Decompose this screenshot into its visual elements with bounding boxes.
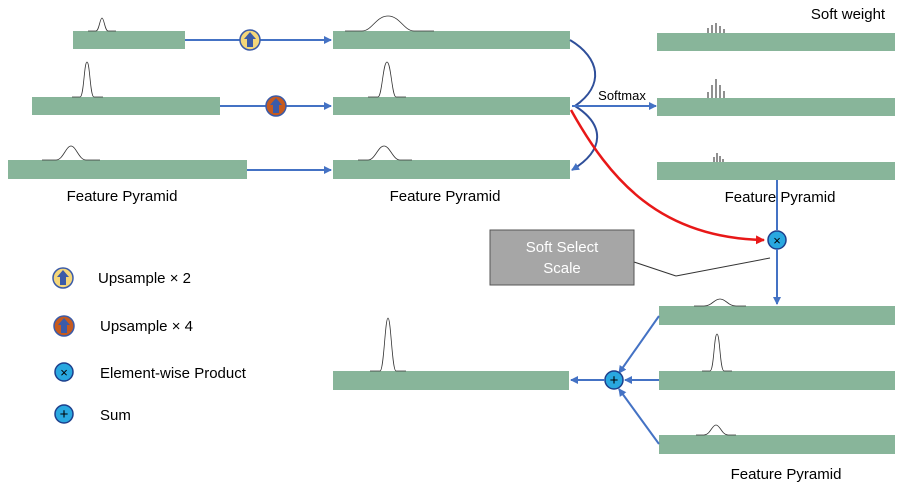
feature-pyramid-col1: Feature Pyramid <box>8 17 247 205</box>
feature-bar-col1-mid <box>32 97 220 115</box>
sum-node: + <box>570 315 660 445</box>
feature-bar-col2-top <box>333 31 570 49</box>
peak-curve-col2-top <box>345 15 434 32</box>
softmax-connections: Softmax <box>569 39 765 245</box>
feature-pyramid-col2: Feature Pyramid <box>333 15 570 205</box>
legend-upsample-x4: Upsample × 4 <box>53 315 193 337</box>
peak-curve-col1-top <box>88 17 116 32</box>
soft-select-line1: Soft Select <box>526 239 599 256</box>
merge-curve-top <box>569 39 596 107</box>
legend-upsample-x2-icon <box>52 267 74 289</box>
upsample-arrows <box>185 29 332 174</box>
weight-spikes-top <box>707 23 725 33</box>
legend-product-symbol: × <box>60 365 68 380</box>
soft-select-scale-callout: Soft Select Scale <box>489 229 771 286</box>
feature-pyramid-label-col1: Feature Pyramid <box>67 188 178 205</box>
peak-curve-bottom-top <box>694 298 746 307</box>
peak-curve-col1-bottom <box>42 145 100 161</box>
legend-sum-symbol: + <box>60 406 69 423</box>
output-feature <box>333 317 569 390</box>
peak-curve-col1-mid <box>72 61 103 98</box>
sum-symbol: + <box>610 372 619 389</box>
output-bar <box>333 371 569 390</box>
feature-pyramid-col3: Soft weight Feature Pyramid <box>657 6 895 206</box>
weight-bar-mid <box>657 98 895 116</box>
legend-sum: + Sum <box>54 404 131 424</box>
soft-weight-label: Soft weight <box>811 6 886 23</box>
legend-product-icon: × <box>54 362 74 382</box>
legend-upsample-x4-label: Upsample × 4 <box>100 318 193 335</box>
soft-select-line2: Scale <box>543 260 581 277</box>
peak-curve-col2-mid <box>368 61 406 98</box>
weight-spikes-mid <box>707 79 725 98</box>
feature-bar-col1-top <box>73 31 185 49</box>
callout-line-2 <box>675 257 771 277</box>
red-select-arrow <box>569 109 765 245</box>
legend-sum-label: Sum <box>100 407 131 424</box>
legend-product: × Element-wise Product <box>54 362 247 382</box>
peak-curve-bottom-bottom <box>696 424 736 436</box>
product-symbol: × <box>773 233 781 248</box>
feature-pyramid-label-col2: Feature Pyramid <box>390 188 501 205</box>
peak-curve-col2-bottom <box>358 145 412 161</box>
merge-curve-bottom <box>571 105 599 171</box>
peak-curve-bottom-mid <box>702 333 732 372</box>
upsample-x4-icon <box>265 95 287 117</box>
feature-pyramid-label-col3: Feature Pyramid <box>725 189 836 206</box>
scaled-bar-top <box>659 306 895 325</box>
weight-bar-top <box>657 33 895 51</box>
legend-sum-icon: + <box>54 404 74 424</box>
feature-bar-col2-bottom <box>333 160 570 179</box>
arrow-top-to-sum <box>618 315 660 374</box>
weight-bar-bottom <box>657 162 895 180</box>
legend-upsample-x4-icon <box>53 315 75 337</box>
scaled-bar-bottom <box>659 435 895 454</box>
feature-pyramid-bottom: Feature Pyramid <box>659 298 895 483</box>
legend-upsample-x2-label: Upsample × 2 <box>98 270 191 287</box>
feature-bar-col1-bottom <box>8 160 247 179</box>
legend-upsample-x2: Upsample × 2 <box>52 267 191 289</box>
callout-line <box>633 261 677 277</box>
legend-product-label: Element-wise Product <box>100 365 247 382</box>
arrow-bottom-to-sum <box>618 388 660 445</box>
feature-bar-col2-mid <box>333 97 570 115</box>
weight-spikes-bottom <box>713 153 724 162</box>
feature-pyramid-label-bottom: Feature Pyramid <box>731 466 842 483</box>
softmax-label: Softmax <box>598 88 646 103</box>
soft-select-scale-box <box>489 229 635 286</box>
product-node: × <box>767 180 787 305</box>
upsample-x2-icon <box>239 29 261 51</box>
peak-curve-output <box>370 317 406 372</box>
legend: Upsample × 2 Upsample × 4 × Element-wise… <box>52 267 247 424</box>
scaled-bar-mid <box>659 371 895 390</box>
